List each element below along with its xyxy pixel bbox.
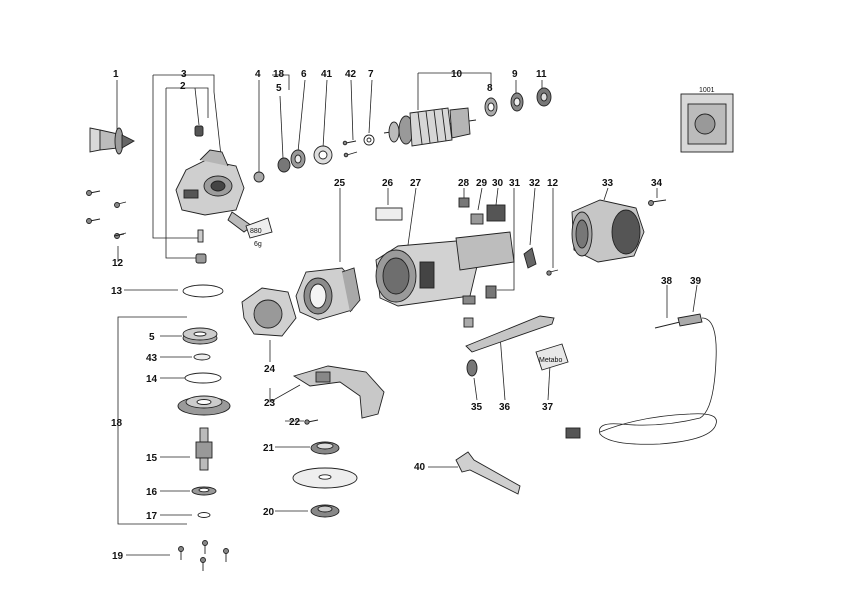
part-field-coil <box>295 267 361 321</box>
part-switch-assembly <box>455 197 515 328</box>
part-spanner <box>455 451 521 495</box>
callout-11: 11 <box>536 69 547 80</box>
callout-28: 28 <box>458 178 470 189</box>
callout-24: 24 <box>264 364 276 375</box>
part-gear-housing: 880 6g <box>175 125 273 264</box>
part-wheel-guard <box>292 365 385 419</box>
tag-metabo: Metabo <box>539 357 562 364</box>
callout-19: 19 <box>112 551 124 562</box>
callout-12-right: 12 <box>547 178 559 189</box>
part-flange-21 <box>310 441 340 455</box>
callout-23: 23 <box>264 398 276 409</box>
callout-3: 3 <box>181 69 187 80</box>
callout-40: 40 <box>414 462 426 473</box>
callout-7: 7 <box>368 69 374 80</box>
callout-29: 29 <box>476 178 488 189</box>
callout-5-top: 5 <box>276 83 282 94</box>
callout-34: 34 <box>651 178 663 189</box>
callout-14: 14 <box>146 374 158 385</box>
callout-18: 18 <box>111 418 123 429</box>
callout-41: 41 <box>321 69 333 80</box>
tag-6g: 6g <box>254 241 262 248</box>
callout-36: 36 <box>499 402 511 413</box>
part-ring-14 <box>184 372 222 384</box>
part-power-cable <box>565 313 717 445</box>
part-armature <box>383 87 552 147</box>
tag-880: 880 <box>250 228 262 235</box>
part-flange-18 <box>177 395 231 416</box>
callout-2: 2 <box>180 81 186 92</box>
callout-43: 43 <box>146 353 158 364</box>
callout-22: 22 <box>289 417 301 428</box>
callout-32: 32 <box>529 178 541 189</box>
part-small-parts-top <box>253 134 375 183</box>
callout-35: 35 <box>471 402 483 413</box>
callout-39: 39 <box>690 276 702 287</box>
callout-30: 30 <box>492 178 504 189</box>
part-flange-nut-20 <box>310 504 340 518</box>
callout-27: 27 <box>410 178 422 189</box>
part-motor-housing <box>375 239 479 307</box>
part-bearing-16 <box>191 486 217 496</box>
part-washer-43 <box>193 353 211 361</box>
part-grinding-disc <box>292 467 358 489</box>
part-kit-1001: 1001 <box>680 87 734 153</box>
callout-33: 33 <box>602 178 614 189</box>
part-screws-left <box>86 190 127 239</box>
callout-12-left: 12 <box>112 258 124 269</box>
part-screws-19 <box>178 540 229 571</box>
callout-17: 17 <box>146 511 158 522</box>
callout-18-top: 18 <box>273 69 285 80</box>
part-side-handle <box>89 127 135 155</box>
part-o-ring-13 <box>182 284 224 298</box>
leader-lines <box>116 72 698 556</box>
callout-8: 8 <box>487 83 493 94</box>
part-screw-34 <box>648 199 667 206</box>
callout-13: 13 <box>111 286 123 297</box>
callout-16: 16 <box>146 487 158 498</box>
callout-4: 4 <box>255 69 261 80</box>
part-35 <box>466 359 478 377</box>
part-screw-22 <box>304 419 319 425</box>
callout-26: 26 <box>382 178 394 189</box>
callout-6: 6 <box>301 69 307 80</box>
callout-37: 37 <box>542 402 554 413</box>
part-bevel-gear <box>182 327 218 345</box>
part-cover-24 <box>241 287 297 337</box>
callout-9: 9 <box>512 69 518 80</box>
part-ring-17 <box>197 512 211 518</box>
callout-1: 1 <box>113 69 119 80</box>
callout-15: 15 <box>146 453 158 464</box>
part-rear-cover <box>571 199 645 263</box>
callout-labels: 1 2 3 4 18 5 6 41 42 7 10 8 9 11 25 26 2… <box>111 69 702 562</box>
part-screw-12-left <box>113 233 125 237</box>
callout-5: 5 <box>149 332 155 343</box>
part-cable-clamp <box>465 315 555 353</box>
callout-42: 42 <box>345 69 357 80</box>
part-clip-32 <box>523 247 559 276</box>
callout-21: 21 <box>263 443 275 454</box>
tag-1001: 1001 <box>699 87 715 94</box>
callout-10: 10 <box>451 69 463 80</box>
callout-38: 38 <box>661 276 673 287</box>
part-label-26 <box>375 207 403 221</box>
callout-31: 31 <box>509 178 521 189</box>
callout-25: 25 <box>334 178 346 189</box>
callout-20: 20 <box>263 507 275 518</box>
part-label-37: Metabo <box>535 343 569 371</box>
part-spindle <box>195 427 213 471</box>
